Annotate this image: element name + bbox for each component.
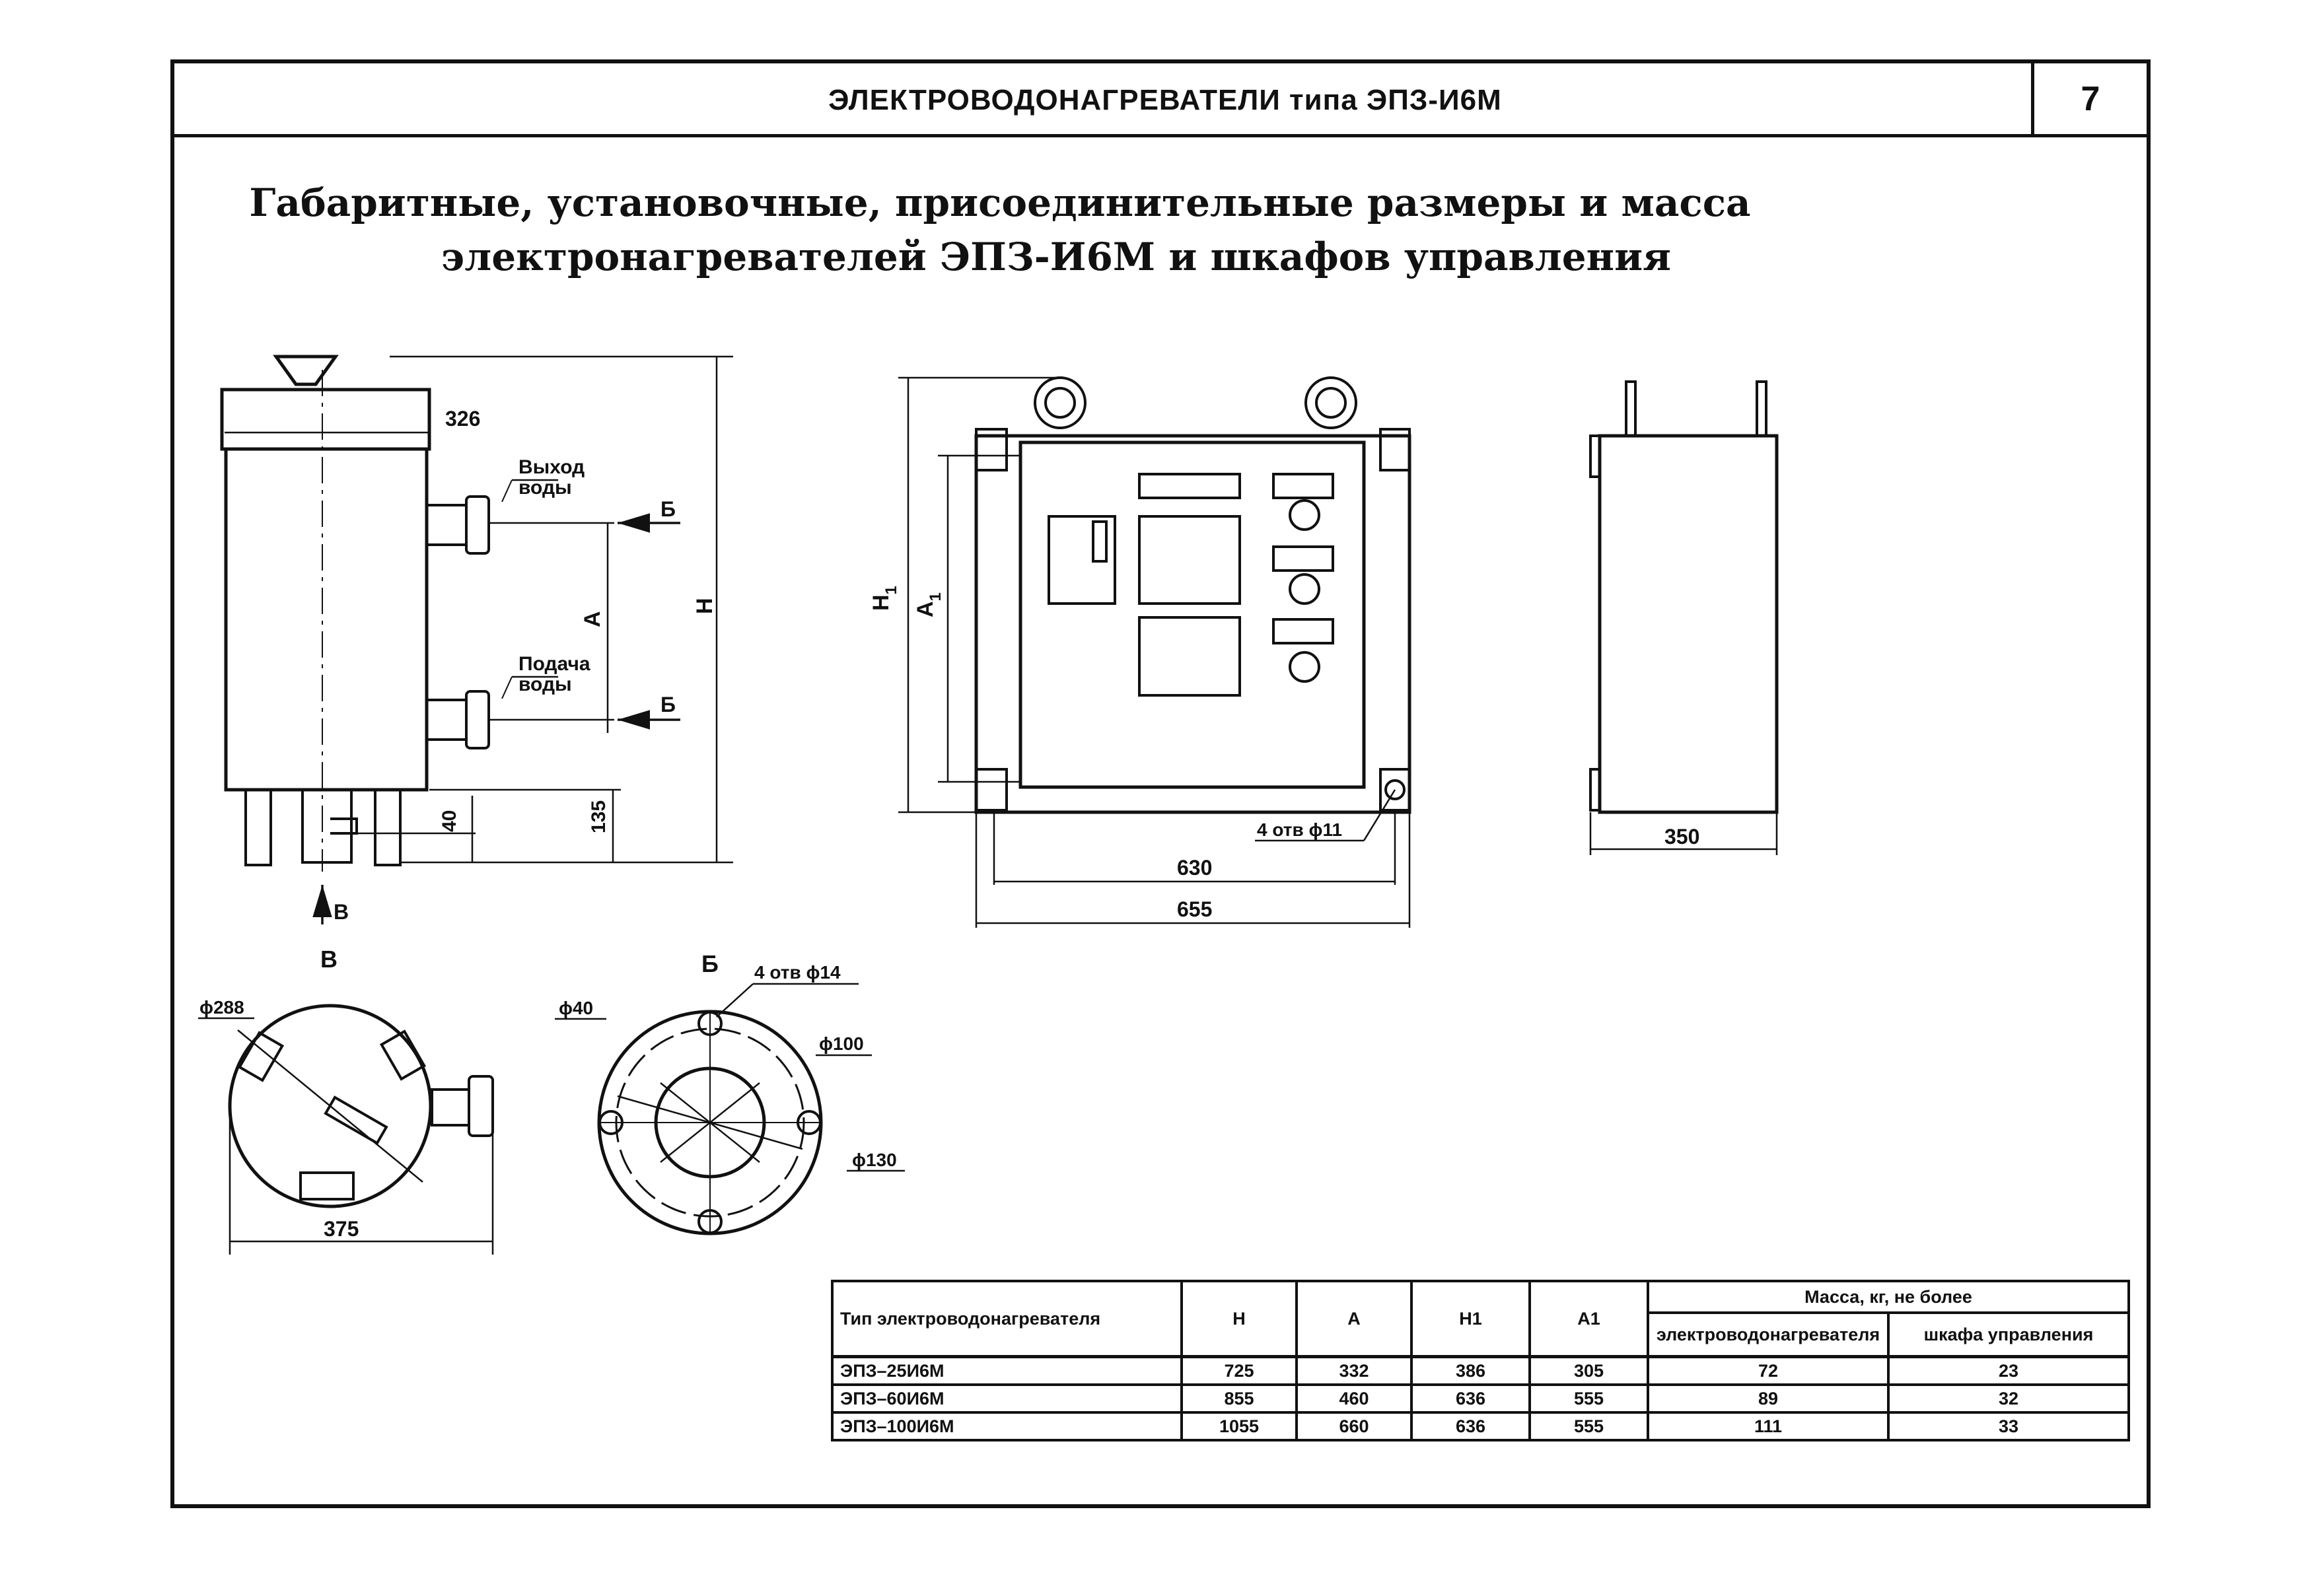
cell-mass-cabinet: 33 — [1887, 1411, 2130, 1441]
spec-table: Тип электроводонагревателя Н А Н1 А1 Мас… — [831, 1280, 2130, 1441]
cell-h1: 636 — [1410, 1383, 1531, 1414]
dim-a-label: А — [580, 611, 605, 627]
dim-a1-label: А1 — [913, 592, 945, 617]
sheet-title-line-1: Габаритные, установочные, присоединитель… — [249, 180, 1751, 225]
cabinet-front-view — [898, 376, 1411, 928]
dim-h1-main: Н — [869, 594, 894, 611]
dim-h1-label: Н1 — [869, 586, 900, 611]
drawing-frame: ЭЛЕКТРОВОДОНАГРЕВАТЕЛИ типа ЭПЗ-И6М 7 Га… — [170, 59, 2151, 1508]
col-a-header: А — [1295, 1280, 1413, 1358]
cell-h: 855 — [1180, 1383, 1298, 1414]
cell-h: 725 — [1180, 1355, 1298, 1386]
cell-a: 332 — [1295, 1355, 1413, 1386]
section-b-flange — [555, 983, 905, 1235]
dim-375-label: 375 — [324, 1217, 359, 1241]
cell-h1: 636 — [1410, 1411, 1531, 1441]
table-row: ЭПЗ–25И6М 725 332 386 305 72 23 — [831, 1355, 2130, 1386]
diameter-40-label: ϕ40 — [559, 998, 593, 1018]
cell-mass-heater: 89 — [1647, 1383, 1890, 1414]
cell-mass-cabinet: 23 — [1887, 1355, 2130, 1386]
cell-a1: 305 — [1528, 1355, 1649, 1386]
cell-h1: 386 — [1410, 1355, 1531, 1386]
cell-type: ЭПЗ–100И6М — [831, 1411, 1183, 1441]
cell-a: 460 — [1295, 1383, 1413, 1414]
col-mass-heater-header: электроводонагревателя — [1647, 1311, 1890, 1358]
dim-h1-sub: 1 — [882, 586, 900, 594]
section-mark-bottom: Б — [660, 693, 676, 716]
header-title: ЭЛЕКТРОВОДОНАГРЕВАТЕЛИ типа ЭПЗ-И6М — [828, 84, 1502, 116]
sheet-title: Габаритные, установочные, присоединитель… — [174, 176, 1826, 284]
dim-326: 326 — [445, 407, 480, 431]
sheet-title-line-2: электронагревателей ЭПЗ-И6М и шкафов упр… — [441, 234, 1671, 279]
cell-h: 1055 — [1180, 1411, 1298, 1441]
cell-mass-heater: 111 — [1647, 1411, 1890, 1441]
cell-a: 660 — [1295, 1411, 1413, 1441]
cell-type: ЭПЗ–25И6М — [831, 1355, 1183, 1386]
diameter-130-label: ϕ130 — [852, 1150, 897, 1170]
view-arrow-b: В — [334, 900, 349, 924]
cell-type: ЭПЗ–60И6М — [831, 1383, 1183, 1414]
section-mark-top: Б — [660, 497, 676, 521]
holes-11-label: 4 отв ϕ11 — [1257, 819, 1342, 840]
col-mass-cabinet-header: шкафа управления — [1887, 1311, 2130, 1358]
table-row: ЭПЗ–60И6М 855 460 636 555 89 32 — [831, 1383, 2130, 1414]
header-bar: ЭЛЕКТРОВОДОНАГРЕВАТЕЛИ типа ЭПЗ-И6М 7 — [174, 63, 2147, 137]
dim-135-label: 135 — [588, 800, 610, 833]
diameter-288-label: ϕ288 — [199, 997, 244, 1018]
inlet-label-1: Подача — [518, 653, 590, 675]
dim-40-label: 40 — [439, 810, 460, 832]
dim-655-label: 655 — [1177, 897, 1212, 921]
table-row: ЭПЗ–100И6М 1055 660 636 555 111 33 — [831, 1411, 2130, 1441]
col-h1-header: Н1 — [1410, 1280, 1531, 1358]
inlet-label-2: воды — [518, 674, 572, 695]
section-b-title: Б — [701, 950, 719, 977]
col-a1-header: А1 — [1528, 1280, 1649, 1358]
page-number: 7 — [2031, 63, 2147, 134]
dim-a1-main: А — [913, 601, 938, 617]
cabinet-side-view — [1589, 380, 1779, 855]
dim-630-label: 630 — [1177, 856, 1212, 880]
cell-mass-heater: 72 — [1647, 1355, 1890, 1386]
cell-mass-cabinet: 32 — [1887, 1383, 2130, 1414]
outlet-label-2: воды — [518, 477, 572, 499]
outlet-label-1: Выход — [518, 456, 585, 478]
dim-h-label: Н — [692, 598, 717, 614]
view-b-bottom — [198, 1004, 494, 1255]
view-b-title: В — [320, 946, 338, 973]
heater-side-view — [220, 355, 733, 924]
cell-a1: 555 — [1528, 1383, 1649, 1414]
dim-a1-sub: 1 — [927, 592, 945, 601]
dim-350-label: 350 — [1664, 825, 1699, 849]
col-h-header: Н — [1180, 1280, 1298, 1358]
col-type-header: Тип электроводонагревателя — [831, 1280, 1183, 1358]
col-mass-header: Масса, кг, не более — [1647, 1280, 2130, 1314]
diameter-100-label: ϕ100 — [819, 1033, 864, 1054]
cell-a1: 555 — [1528, 1411, 1649, 1441]
holes-14-label: 4 отв ϕ14 — [754, 962, 841, 983]
